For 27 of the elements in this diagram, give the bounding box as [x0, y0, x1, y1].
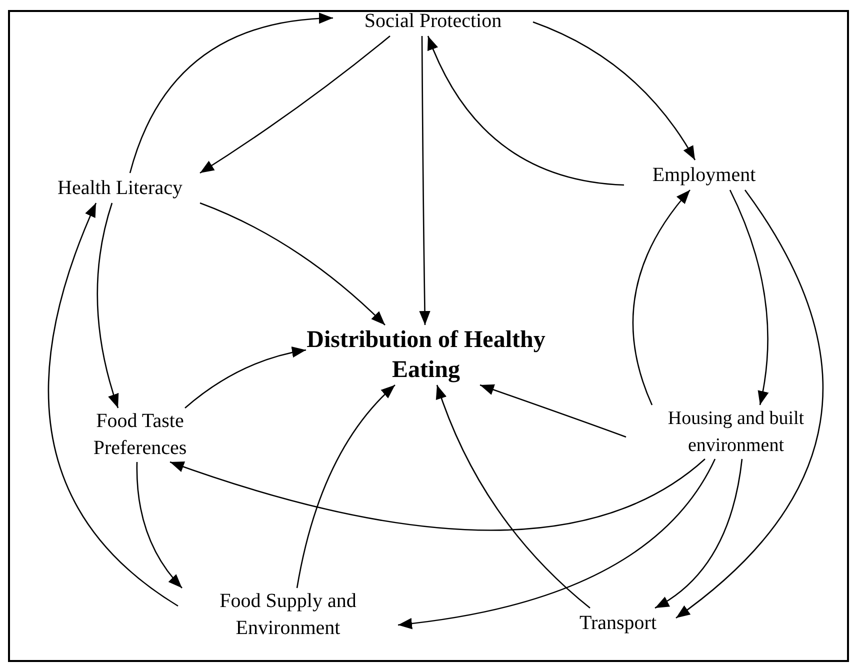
arrow	[532, 21, 696, 160]
arrow	[729, 190, 768, 406]
arrow	[96, 202, 119, 408]
arrow	[436, 384, 590, 608]
arrow	[129, 13, 334, 174]
arrow	[184, 346, 306, 408]
arrow	[427, 36, 624, 186]
node-label: Transport	[578, 611, 658, 636]
arrow	[480, 384, 626, 438]
arrow	[48, 202, 178, 607]
node-label: Food Supply and Environment	[218, 589, 358, 641]
arrow	[200, 202, 386, 326]
arrow	[654, 458, 743, 609]
arrow	[676, 190, 824, 619]
arrow	[398, 458, 716, 629]
arrow	[419, 36, 430, 325]
node-label: Social Protection	[363, 9, 503, 34]
node-label: Health Literacy	[56, 176, 184, 201]
node-label: Distribution of Healthy Eating	[306, 326, 546, 385]
arrow	[170, 458, 706, 531]
node-label: Employment	[651, 163, 757, 188]
node-label: Food Taste Preferences	[92, 409, 188, 461]
arrow	[632, 190, 690, 406]
arrow	[136, 462, 182, 588]
arrow	[296, 384, 396, 588]
node-label: Housing and built environment	[666, 407, 806, 458]
arrow	[200, 36, 390, 174]
